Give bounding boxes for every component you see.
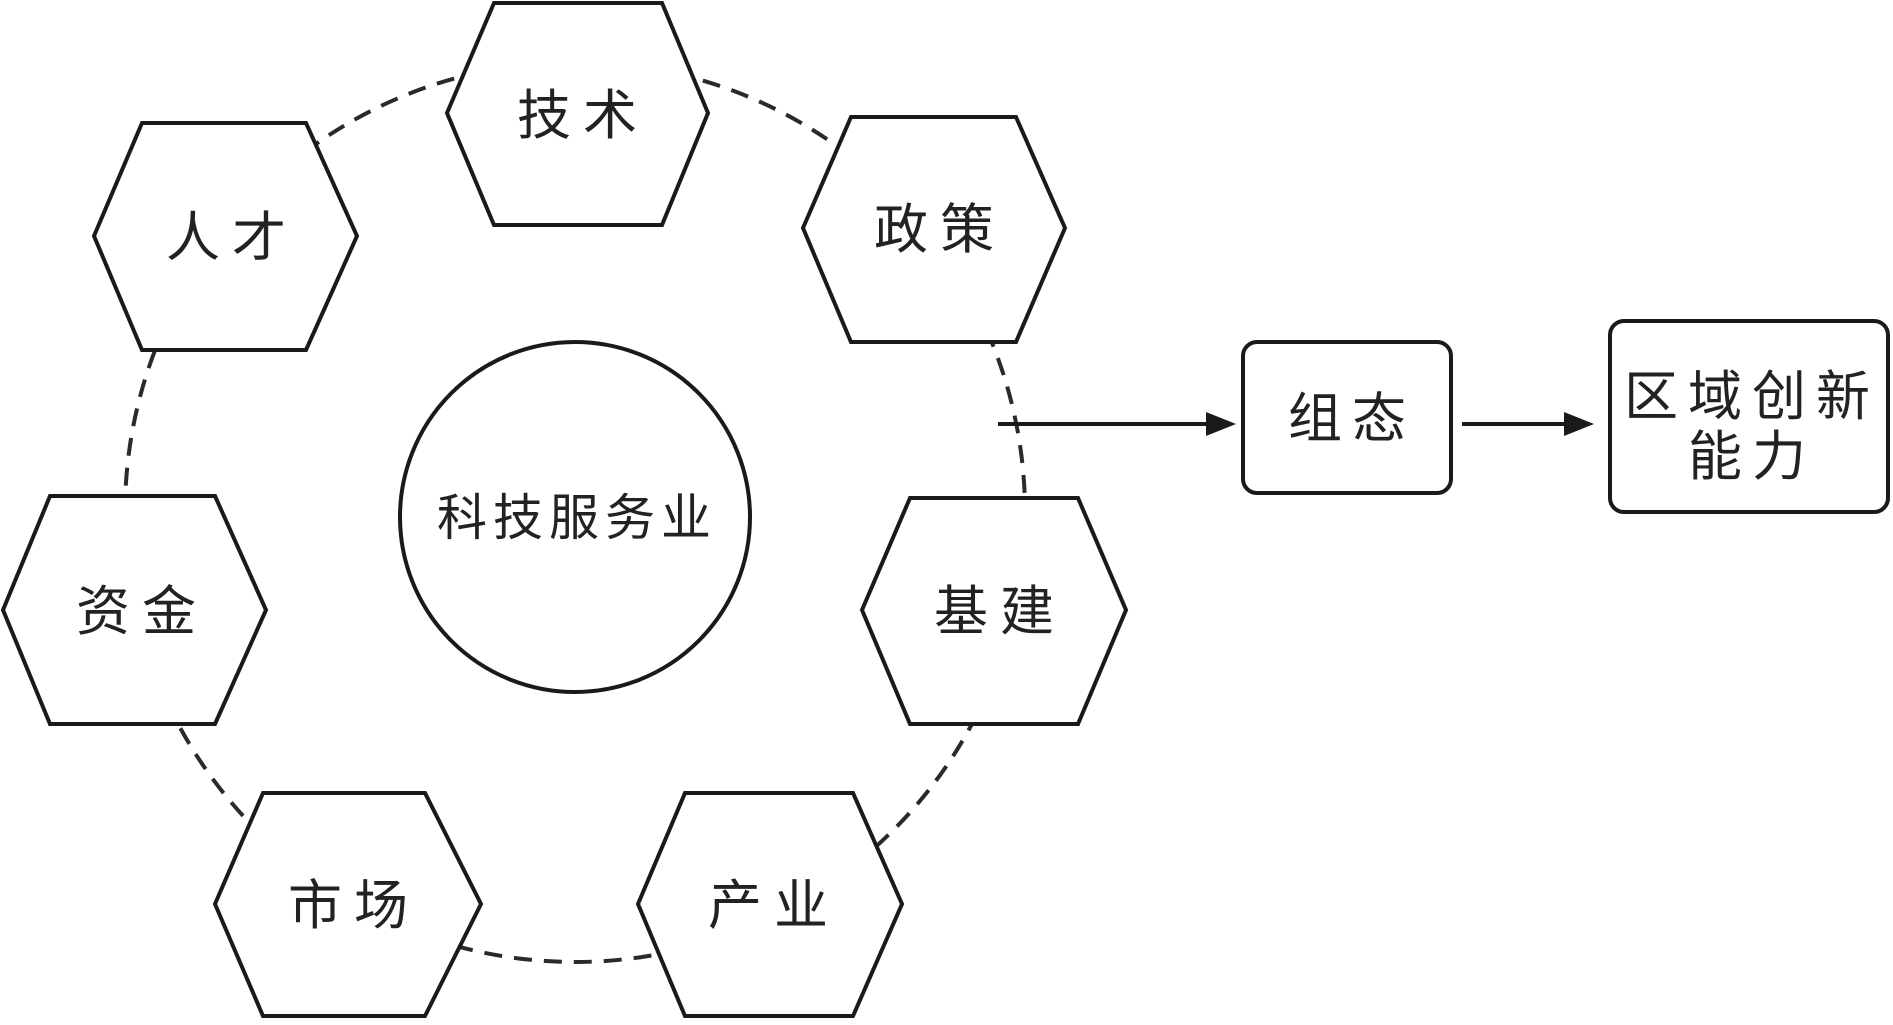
- configuration-label: 组态: [1288, 387, 1416, 450]
- regional-innovation-label-line1: 区域创新: [1624, 365, 1880, 428]
- factor-label-jishu: 技术: [517, 84, 649, 147]
- core-label: 科技服务业: [437, 489, 717, 547]
- factor-label-jijian: 基建: [934, 580, 1066, 643]
- regional-innovation-label-line2: 能力: [1688, 425, 1816, 488]
- factor-node-zijin: 资金: [0, 494, 269, 726]
- core-circle: [398, 340, 752, 694]
- arrow-head-1: [1206, 412, 1236, 436]
- arrow-head-2: [1564, 412, 1594, 436]
- factor-node-zhengce: 政策: [800, 115, 1068, 344]
- regional-innovation-box: [1608, 319, 1890, 514]
- factor-node-jishu: 技术: [444, 1, 711, 227]
- factor-label-shichang: 市场: [288, 874, 420, 937]
- configuration-box: [1241, 340, 1453, 495]
- factor-label-zijin: 资金: [76, 580, 208, 643]
- factor-node-shichang: 市场: [212, 791, 484, 1018]
- factor-label-zhengce: 政策: [874, 198, 1006, 261]
- factor-node-rencai: 人才: [91, 121, 360, 352]
- factor-label-chanye: 产业: [708, 874, 840, 937]
- factor-node-chanye: 产业: [635, 791, 905, 1018]
- factor-node-jijian: 基建: [859, 496, 1129, 726]
- factor-label-rencai: 人才: [166, 206, 298, 269]
